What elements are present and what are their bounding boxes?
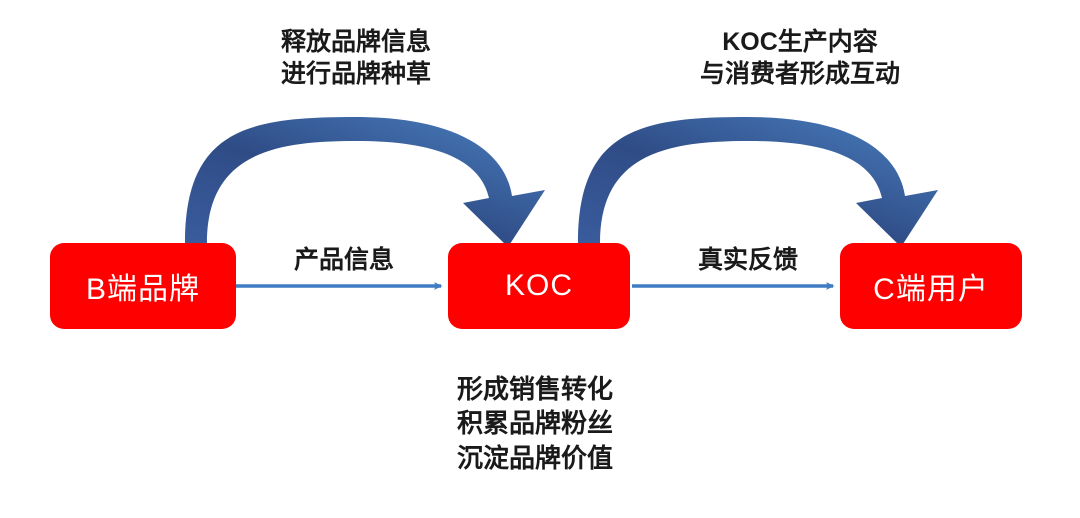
edge-label-real-feedback: 真实反馈 [697, 246, 798, 274]
annotation-release-brand-info: 释放品牌信息 进行品牌种草 [280, 28, 431, 88]
curved-arrow-koc-to-user [578, 117, 938, 247]
node-koc[interactable]: KOC [448, 243, 630, 329]
node-c-user[interactable]: C端用户 [840, 243, 1022, 329]
curved-arrow-brand-to-koc [185, 117, 545, 247]
node-c-user-label: C端用户 [873, 273, 989, 306]
edge-label-product-info: 产品信息 [293, 246, 394, 274]
node-b-brand-label: B端品牌 [85, 273, 200, 306]
node-koc-label: KOC [504, 269, 573, 302]
annotation-koc-content: KOC生产内容 与消费者形成互动 [699, 28, 900, 88]
node-b-brand[interactable]: B端品牌 [50, 243, 236, 329]
outcome-note: 形成销售转化 积累品牌粉丝 沉淀品牌价值 [456, 374, 613, 473]
